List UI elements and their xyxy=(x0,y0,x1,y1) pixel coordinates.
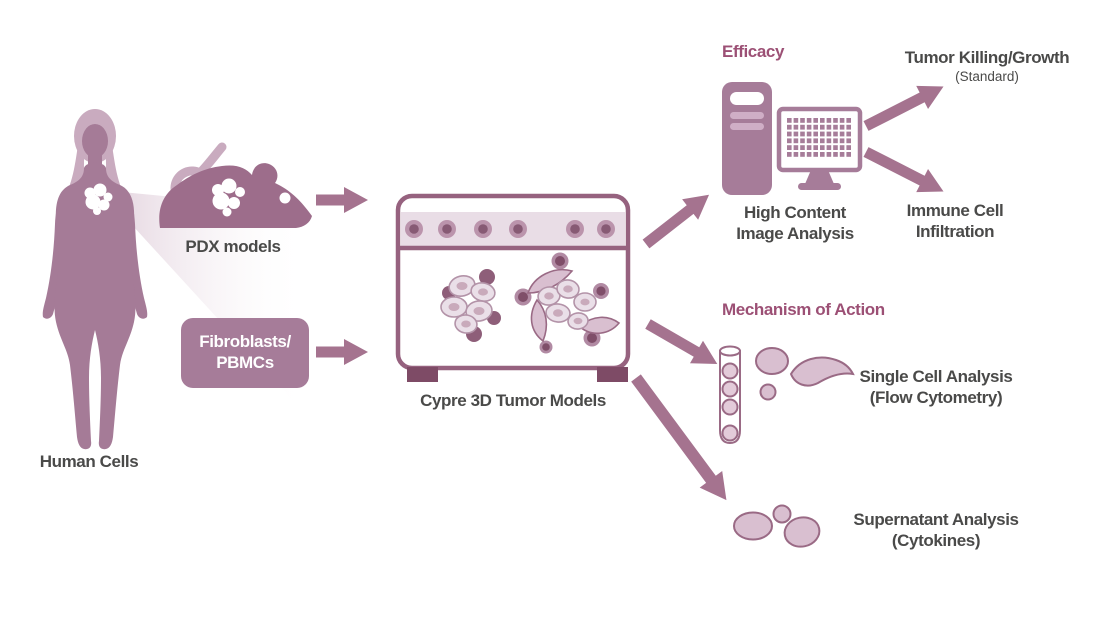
supernatant-blobs-icon xyxy=(733,504,821,548)
supernatant-label-line1: Supernatant Analysis xyxy=(853,510,1019,529)
tumor-cluster-icon xyxy=(212,178,245,217)
tumor-killing-label: Tumor Killing/Growth (Standard) xyxy=(905,48,1070,85)
cypre-dish-label: Cypre 3D Tumor Models xyxy=(420,391,606,410)
arrow-icon xyxy=(863,85,944,131)
high-content-label-line1: High Content xyxy=(744,203,846,222)
arrow-icon xyxy=(631,374,727,501)
computer-tower-icon xyxy=(722,82,772,195)
efficacy-heading: Efficacy xyxy=(722,42,785,61)
arrow-icon xyxy=(316,339,368,365)
mouse-icon xyxy=(159,142,312,228)
pdx-models-label: PDX models xyxy=(185,237,281,256)
supernatant-label-line2: (Cytokines) xyxy=(891,530,981,550)
immune-infiltration-label-line1: Immune Cell xyxy=(906,201,1004,220)
single-cells-icon xyxy=(755,347,855,401)
mechanism-heading: Mechanism of Action xyxy=(722,300,885,319)
single-cell-label: Single Cell Analysis (Flow Cytometry) xyxy=(860,367,1013,408)
tumor-killing-label-sub: (Standard) xyxy=(955,68,1019,84)
tumor-killing-label-main: Tumor Killing/Growth xyxy=(904,48,1070,67)
arrow-icon xyxy=(642,194,710,249)
monitor-icon xyxy=(776,106,863,190)
human-figure-icon xyxy=(42,109,148,450)
arrow-icon xyxy=(316,187,368,213)
mixed-cell-cluster-icon xyxy=(514,269,621,354)
high-content-label-line2: Image Analysis xyxy=(736,223,854,243)
supernatant-label: Supernatant Analysis (Cytokines) xyxy=(853,510,1019,551)
tumor-cluster-icon xyxy=(84,183,113,215)
immune-infiltration-label: Immune Cell Infiltration xyxy=(907,201,1004,242)
culture-dish-icon xyxy=(395,193,631,382)
fibroblasts-label-line1: Fibroblasts/ xyxy=(199,332,291,352)
high-content-label: High Content Image Analysis xyxy=(736,203,854,244)
spheroid-cluster-icon xyxy=(440,269,501,342)
immune-infiltration-label-line2: Infiltration xyxy=(915,221,995,241)
fibroblasts-box xyxy=(181,318,309,388)
arrow-icon xyxy=(863,147,944,193)
single-cell-label-line2: (Flow Cytometry) xyxy=(869,387,1003,407)
fibroblasts-label: Fibroblasts/ PBMCs xyxy=(181,318,309,388)
flow-tube-icon xyxy=(719,345,741,445)
single-cell-label-line1: Single Cell Analysis xyxy=(859,367,1013,386)
arrow-icon xyxy=(645,319,718,364)
fibroblasts-label-line2: PBMCs xyxy=(216,353,274,372)
human-cells-label: Human Cells xyxy=(39,452,139,471)
